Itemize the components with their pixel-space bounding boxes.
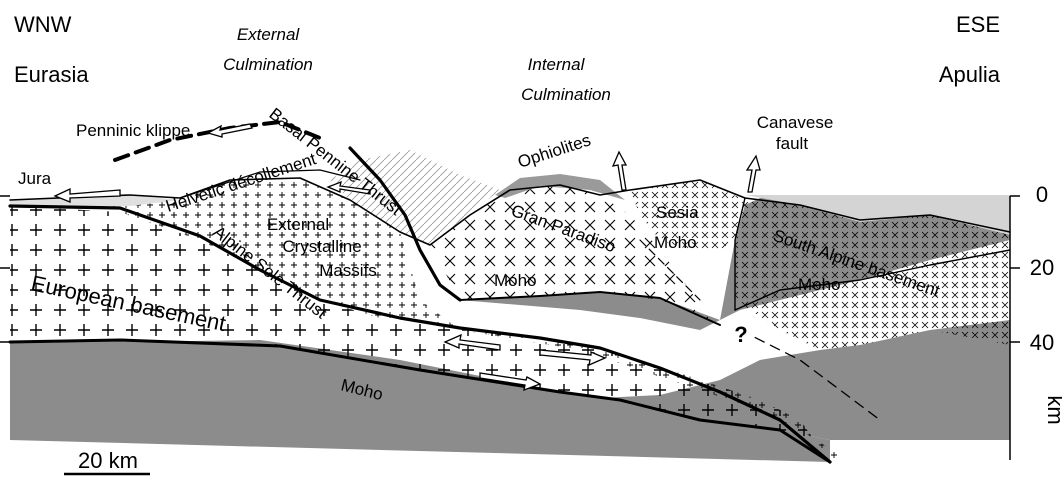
moho-south-label: Moho <box>798 275 841 294</box>
ecm-label-3: Massifs <box>319 261 377 280</box>
ecm-label-2: Crystalline <box>282 237 361 256</box>
internal-culmination-line1: Internal <box>528 55 586 74</box>
plate-left: Eurasia <box>14 62 89 87</box>
moho-internal-label: Moho <box>494 271 537 290</box>
arrow-canavese-up <box>747 156 760 192</box>
moho-sesia-label: Moho <box>654 233 697 252</box>
depth-label-20: 20 <box>1030 255 1054 280</box>
depth-label-0: 0 <box>1036 182 1048 207</box>
arrow-klippe <box>208 124 252 137</box>
unknown-label: ? <box>734 322 747 347</box>
orientation-left: WNW <box>14 12 72 37</box>
sesia-label: Sesia <box>656 203 699 222</box>
arrow-ophiolite-up <box>613 152 626 190</box>
canavese-label-2: fault <box>776 134 808 153</box>
depth-label-40: 40 <box>1030 330 1054 355</box>
external-culmination-line1: External <box>237 25 301 44</box>
ophiolites-label: Ophiolites <box>515 130 593 171</box>
ecm-label-1: External <box>267 215 329 234</box>
external-culmination-line2: Culmination <box>223 55 313 74</box>
penninic-klippe-label: Penninic klippe <box>76 121 190 140</box>
scale-bar-label: 20 km <box>78 448 138 473</box>
canavese-label-1: Canavese <box>757 113 834 132</box>
orientation-right: ESE <box>956 12 1000 37</box>
jura-label: Jura <box>18 169 52 188</box>
internal-culmination-line2: Culmination <box>521 85 611 104</box>
depth-unit: km <box>1043 395 1062 424</box>
plate-right: Apulia <box>939 62 1001 87</box>
